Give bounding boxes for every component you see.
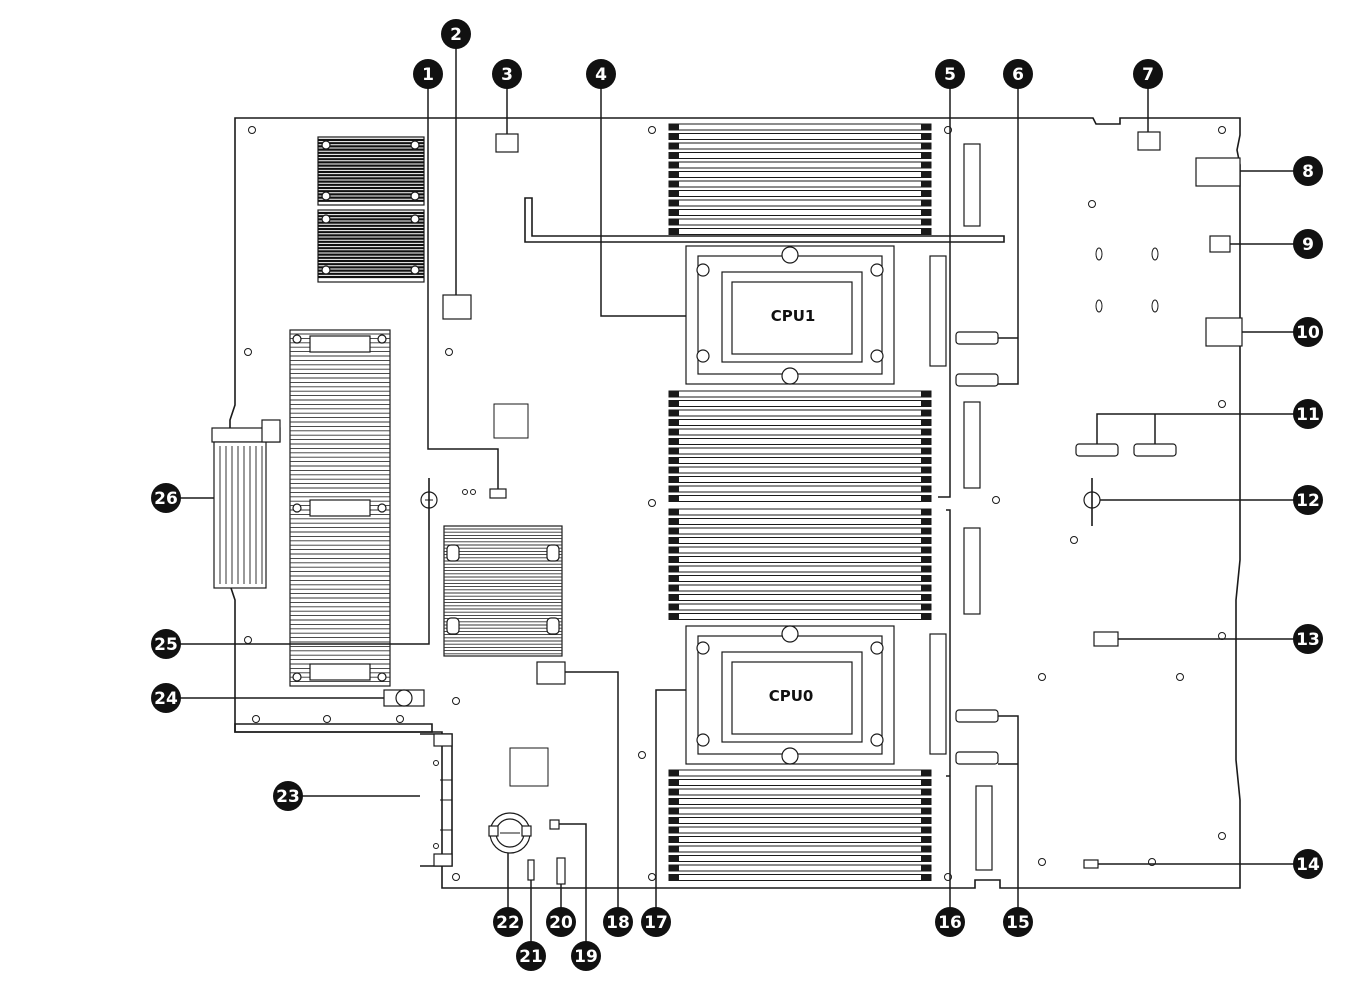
connector-1 [489, 488, 507, 499]
callout-6: 6 [1003, 59, 1033, 89]
callout-number: 8 [1302, 162, 1314, 182]
callout-20: 20 [546, 907, 576, 937]
connector-3 [495, 133, 519, 153]
callout-number: 14 [1296, 855, 1320, 875]
cmos-battery [488, 812, 532, 854]
callout-10: 10 [1293, 317, 1323, 347]
cpu1-label: CPU1 [771, 307, 816, 325]
riser-slot-connector [211, 419, 281, 589]
callout-number: 16 [938, 913, 962, 933]
callout-number: 23 [276, 787, 300, 807]
io-bracket [420, 733, 453, 867]
callout-number: 24 [154, 689, 178, 709]
callout-11: 11 [1293, 399, 1323, 429]
callout-number: 18 [606, 913, 630, 933]
callout-21: 21 [516, 941, 546, 971]
callout-number: 12 [1296, 491, 1320, 511]
airduct-bar [524, 197, 1005, 243]
callout-25: 25 [151, 629, 181, 659]
callout-15: 15 [1003, 907, 1033, 937]
left-large-heatsink [289, 329, 391, 687]
callout-9: 9 [1293, 229, 1323, 259]
callout-8: 8 [1293, 156, 1323, 186]
callout-18: 18 [603, 907, 633, 937]
connector-24 [383, 689, 425, 707]
callout-23: 23 [273, 781, 303, 811]
callout-number: 5 [944, 65, 956, 85]
leader-lines [178, 45, 1296, 944]
callout-3: 3 [492, 59, 522, 89]
connector-7 [1137, 131, 1161, 151]
callout-5: 5 [935, 59, 965, 89]
callout-number: 2 [450, 25, 462, 45]
callout-1: 1 [413, 59, 443, 89]
callout-number: 10 [1296, 323, 1320, 343]
connector-2 [442, 294, 472, 320]
led-19 [549, 819, 560, 830]
callout-number: 9 [1302, 235, 1314, 255]
callout-number: 4 [595, 65, 607, 85]
cpu0-label: CPU0 [769, 687, 814, 705]
jumper-21 [527, 859, 535, 881]
top-heatsink-upper [317, 136, 425, 206]
callout-number: 6 [1012, 65, 1024, 85]
callout-4: 4 [586, 59, 616, 89]
slimline-connectors [955, 331, 1177, 765]
dimm-banks [668, 123, 932, 881]
callout-number: 3 [501, 65, 513, 85]
callout-26: 26 [151, 483, 181, 513]
callout-16: 16 [935, 907, 965, 937]
cpu0-socket: CPU0 [685, 625, 895, 765]
callout-14: 14 [1293, 849, 1323, 879]
callout-number: 26 [154, 489, 178, 509]
callout-number: 13 [1296, 630, 1320, 650]
cpu1-socket: CPU1 [685, 245, 895, 385]
chip-square-upper [493, 403, 529, 439]
callout-12: 12 [1293, 485, 1323, 515]
callout-number: 19 [574, 947, 598, 967]
chip-square-lower [509, 747, 549, 787]
captive-screw-25 [420, 478, 438, 530]
bottom-left-bracket [234, 715, 433, 733]
board-mounting-holes [244, 126, 1226, 881]
callout-22: 22 [493, 907, 523, 937]
callout-number: 17 [644, 913, 668, 933]
callout-number: 11 [1296, 405, 1320, 425]
callout-number: 15 [1006, 913, 1030, 933]
callout-2: 2 [441, 19, 471, 49]
callout-number: 22 [496, 913, 520, 933]
callout-19: 19 [571, 941, 601, 971]
callout-number: 20 [549, 913, 573, 933]
callout-24: 24 [151, 683, 181, 713]
rear-ports [1083, 157, 1243, 869]
callout-17: 17 [641, 907, 671, 937]
callout-number: 25 [154, 635, 178, 655]
connector-20 [556, 857, 566, 885]
callout-13: 13 [1293, 624, 1323, 654]
connector-18 [536, 661, 566, 685]
callout-number: 1 [422, 65, 434, 85]
callout-7: 7 [1133, 59, 1163, 89]
top-heatsink-lower [317, 209, 425, 283]
center-heatsink [443, 525, 563, 657]
board-outline [229, 117, 1241, 889]
callout-number: 7 [1142, 65, 1154, 85]
vertical-connectors [929, 143, 993, 871]
callout-number: 21 [519, 947, 543, 967]
